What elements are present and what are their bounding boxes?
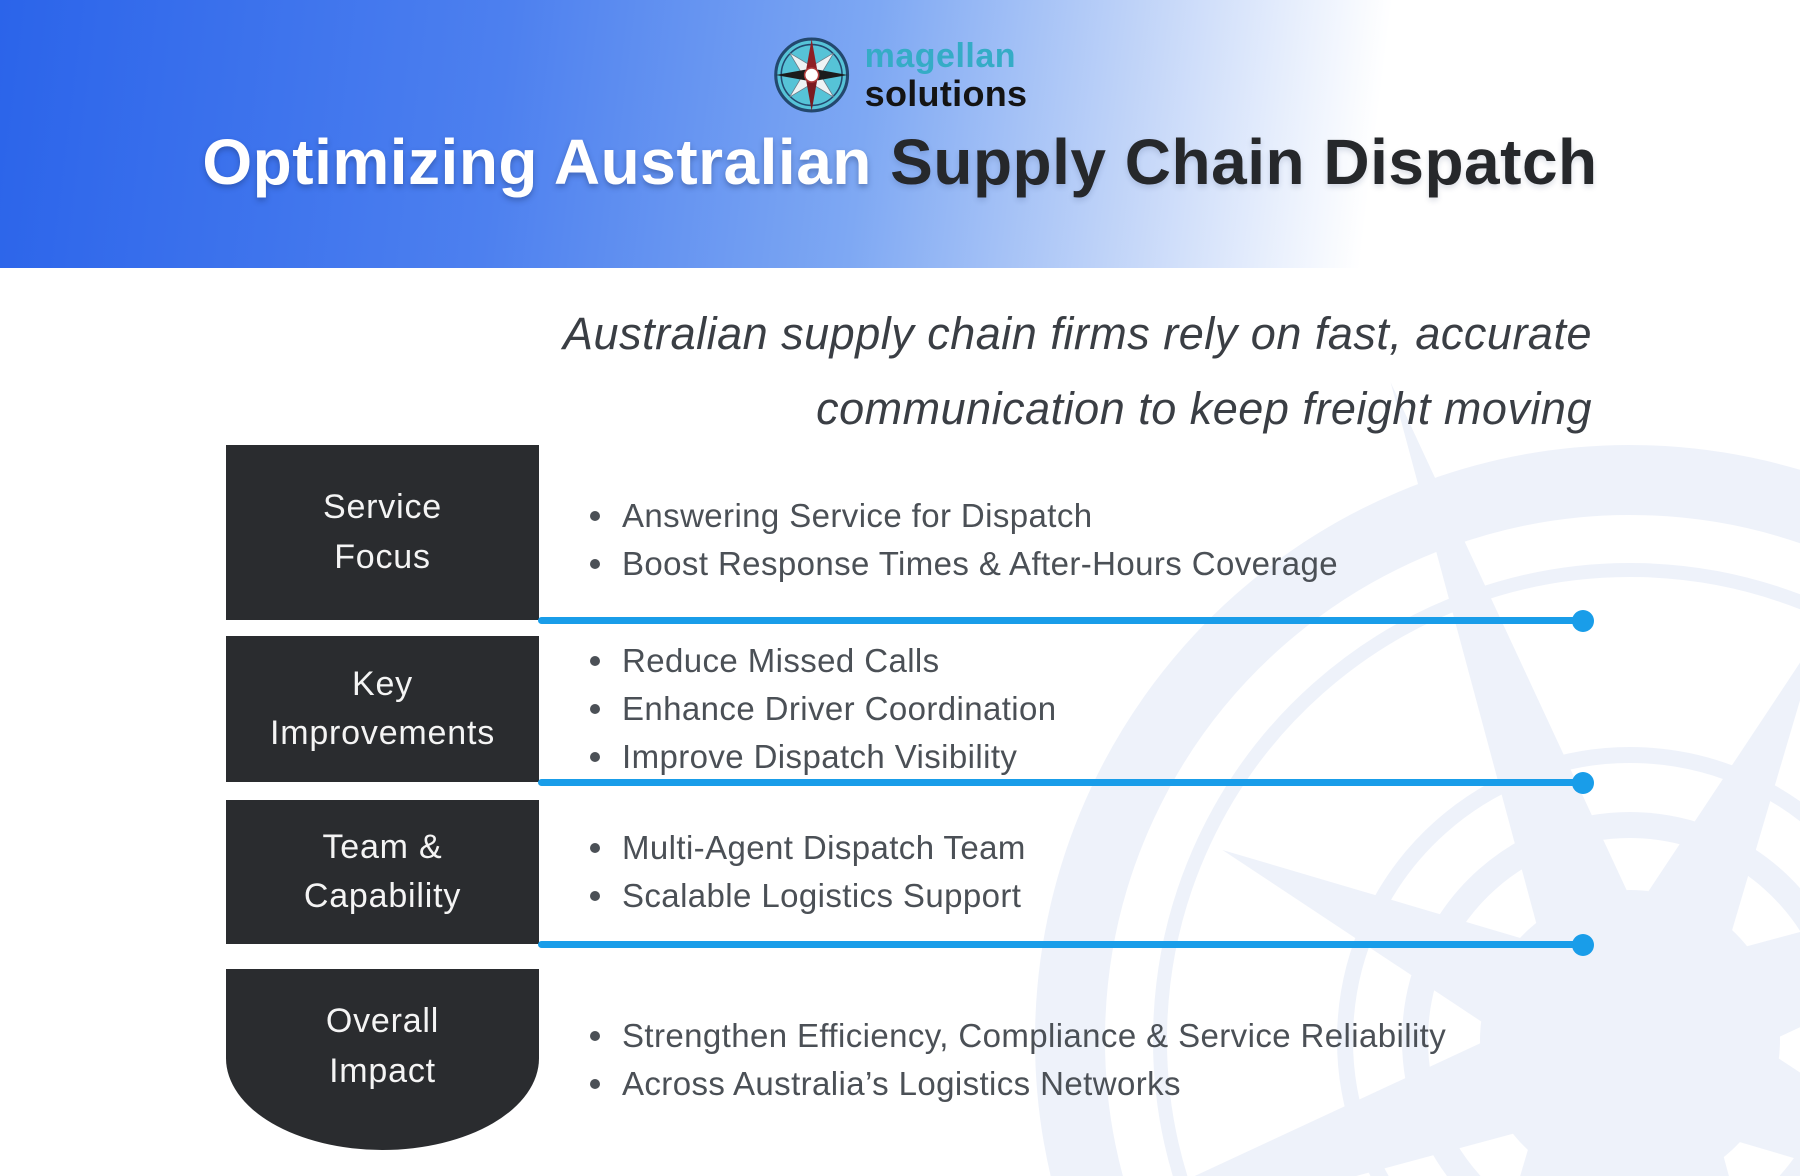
bullet-item: Strengthen Efficiency, Compliance & Serv… (578, 1012, 1658, 1060)
accent-divider-line (538, 617, 1584, 624)
subtitle-line-1: Australian supply chain firms rely on fa… (563, 308, 1592, 359)
page-title-dark: Supply Chain Dispatch (890, 126, 1598, 199)
row-label: Key Improvements (226, 636, 539, 782)
bullet-item: Across Australia’s Logistics Networks (578, 1060, 1658, 1108)
accent-divider-line (538, 779, 1584, 786)
subtitle: Australian supply chain firms rely on fa… (0, 296, 1592, 446)
subtitle-line-2: communication to keep freight moving (816, 383, 1592, 434)
row-service-focus: Service Focus Answering Service for Disp… (226, 445, 1646, 624)
row-label: Overall Impact (226, 969, 539, 1150)
bullet-item: Answering Service for Dispatch (578, 492, 1658, 540)
bullet-item: Enhance Driver Coordination (578, 685, 1658, 733)
bullet-item: Scalable Logistics Support (578, 872, 1658, 920)
content-rows: Service Focus Answering Service for Disp… (226, 445, 1646, 1150)
bullet-item: Reduce Missed Calls (578, 637, 1658, 685)
row-overall-impact: Overall Impact Strengthen Efficiency, Co… (226, 969, 1646, 1150)
header-band: magellan solutions Optimizing Australian… (0, 0, 1800, 268)
brand-name-bottom: solutions (864, 72, 1028, 114)
accent-divider-line (538, 941, 1584, 948)
compass-watermark-icon (972, 382, 1800, 1176)
row-team-capability: Team & Capability Multi-Agent Dispatch T… (226, 800, 1646, 948)
bullet-item: Boost Response Times & After-Hours Cover… (578, 540, 1658, 588)
brand-wordmark: magellan solutions (865, 39, 1028, 112)
bullet-item: Improve Dispatch Visibility (578, 733, 1658, 781)
bullet-item: Multi-Agent Dispatch Team (578, 824, 1658, 872)
brand-name-top: magellan (864, 36, 1017, 75)
page-title-light: Optimizing Australian (202, 126, 872, 199)
row-label: Team & Capability (226, 800, 539, 944)
bullet-list: Strengthen Efficiency, Compliance & Serv… (578, 1012, 1658, 1108)
page-title: Optimizing Australian Supply Chain Dispa… (0, 125, 1800, 199)
row-label: Service Focus (226, 445, 539, 620)
compass-logo-icon (774, 37, 850, 113)
brand-logo: magellan solutions (773, 36, 1028, 114)
